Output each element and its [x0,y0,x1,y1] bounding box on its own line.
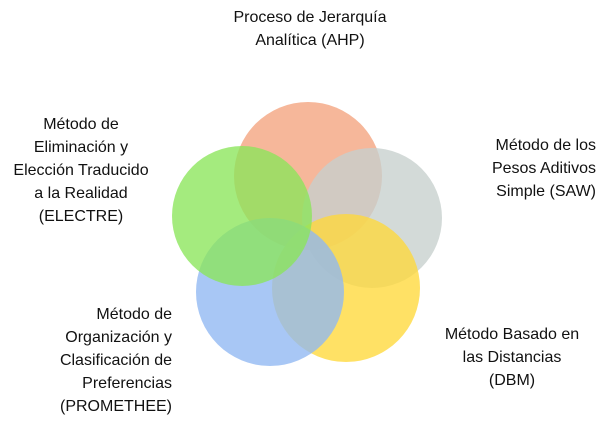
label-promethee: Método de Organización y Clasificación d… [10,303,172,418]
label-electre-line-2: Eliminación y [33,139,129,156]
label-ahp-line-2: Analítica (AHP) [255,32,365,49]
venn-circles [172,102,442,366]
label-dbm-line-2: las Distancias [462,349,562,366]
label-saw-line-3: Simple (SAW) [496,183,596,200]
label-promethee-line-5: (PROMETHEE) [60,398,172,415]
circle-electre [172,146,312,286]
label-promethee-line-3: Clasificación de [59,352,172,369]
label-promethee-line-2: Organización y [65,329,172,346]
label-dbm: Método Basado en las Distancias (DBM) [432,323,592,392]
label-dbm-line-3: (DBM) [488,372,536,389]
label-electre-line-3: Elección Traducido [13,162,149,179]
label-electre-line-4: a la Realidad [34,185,128,202]
label-saw-line-1: Método de los [495,137,596,154]
label-electre-line-1: Método de [43,116,119,133]
label-promethee-line-1: Método de [96,306,172,323]
label-electre-line-5: (ELECTRE) [38,208,124,225]
label-dbm-line-1: Método Basado en [444,326,580,343]
label-ahp-line-1: Proceso de Jerarquía [233,9,387,26]
label-promethee-line-4: Preferencias [82,375,172,392]
label-ahp: Proceso de Jerarquía Analítica (AHP) [195,6,425,52]
label-saw-line-2: Pesos Aditivos [491,160,596,177]
label-saw: Método de los Pesos Aditivos Simple (SAW… [440,134,596,203]
label-electre: Método de Eliminación y Elección Traduci… [2,113,160,228]
